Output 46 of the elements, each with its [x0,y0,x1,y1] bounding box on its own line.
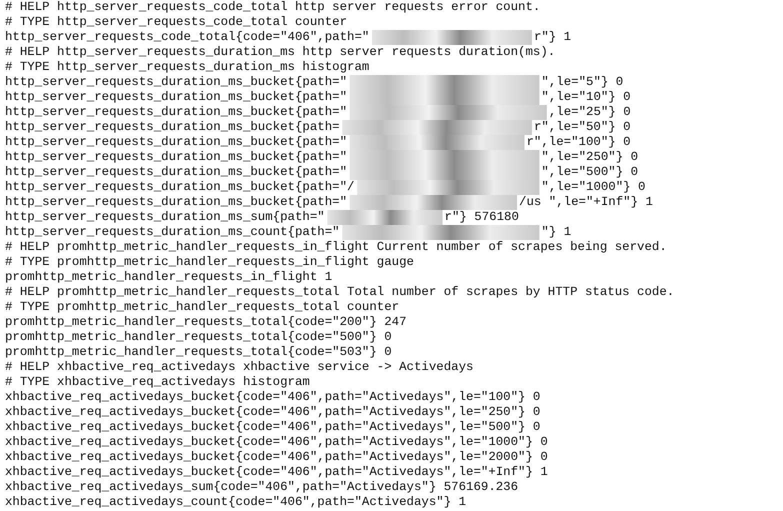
code-line: promhttp_metric_handler_requests_total{code="500"} 0 [5,330,392,345]
code-line-end: ",le="1000"} 0 [541,180,646,195]
code-line: http_server_requests_duration_ms_bucket{path=" [5,75,348,90]
code-line: http_server_requests_duration_ms_bucket{path= [5,120,340,135]
code-line: # HELP promhttp_metric_handler_requests_total Total number of scrapes by HTTP status code. [5,285,674,300]
code-line: xhbactive_req_activedays_bucket{code="406",path="Activedays",le="250"} 0 [5,405,540,420]
code-line-end: /us ",le="+Inf"} 1 [519,195,653,210]
code-line: xhbactive_req_activedays_bucket{code="406",path="Activedays",le="2000"} 0 [5,450,548,465]
code-line-end: r"} 576180 [444,210,519,225]
code-line: http_server_requests_duration_ms_bucket{path="/ [5,180,354,195]
code-line: # HELP http_server_requests_duration_ms http server requests duration(ms). [5,45,556,60]
code-line-end: r",le="50"} 0 [534,120,631,135]
code-line-end: ",le="250"} 0 [541,150,638,165]
code-line: xhbactive_req_activedays_sum{code="406",path="Activedays"} 576169.236 [5,480,518,495]
code-line: xhbactive_req_activedays_bucket{code="406",path="Activedays",le="+Inf"} 1 [5,465,548,480]
code-line-end: ",le="5"} 0 [541,75,624,90]
code-line: # HELP http_server_requests_code_total http server requests error count. [5,0,540,15]
code-line: # TYPE promhttp_metric_handler_requests_total counter [5,300,400,315]
code-line: http_server_requests_duration_ms_bucket{path=" [5,135,348,150]
code-line: http_server_requests_code_total{code="406",path=" [5,30,370,45]
code-line-end: ",le="500"} 0 [541,165,638,180]
code-line-end: ,le="25"} 0 [548,105,631,120]
code-line: # HELP promhttp_metric_handler_requests_in_flight Current number of scrapes being served. [5,240,667,255]
code-line: xhbactive_req_activedays_bucket{code="406",path="Activedays",le="100"} 0 [5,390,540,405]
code-line: # TYPE http_server_requests_code_total counter [5,15,348,30]
code-line: promhttp_metric_handler_requests_total{code="503"} 0 [5,345,392,360]
code-line-end: r"} 1 [534,30,572,45]
code-line-end: r",le="100"} 0 [526,135,631,150]
code-line-end: "} 1 [541,225,572,240]
code-line: http_server_requests_duration_ms_sum{path=" [5,210,325,225]
code-line: # TYPE http_server_requests_duration_ms histogram [5,60,370,75]
code-line: # TYPE xhbactive_req_activedays histogram [5,375,310,390]
code-line: http_server_requests_duration_ms_bucket{path=" [5,195,348,210]
code-line: xhbactive_req_activedays_count{code="406",path="Activedays"} 1 [5,495,466,510]
code-line: promhttp_metric_handler_requests_in_flight 1 [5,270,332,285]
code-line: # TYPE promhttp_metric_handler_requests_in_flight gauge [5,255,414,270]
code-line: promhttp_metric_handler_requests_total{code="200"} 247 [5,315,407,330]
code-line: # HELP xhbactive_req_activedays xhbactive service -> Activedays [5,360,474,375]
code-line: http_server_requests_duration_ms_bucket{path=" [5,90,348,105]
code-line: http_server_requests_duration_ms_bucket{path=" [5,150,348,165]
code-line: http_server_requests_duration_ms_bucket{path=" [5,105,348,120]
code-line-end: ",le="10"} 0 [541,90,631,105]
code-line: http_server_requests_duration_ms_count{path=" [5,225,340,240]
code-line: http_server_requests_duration_ms_bucket{path=" [5,165,348,180]
code-line: xhbactive_req_activedays_bucket{code="406",path="Activedays",le="500"} 0 [5,420,540,435]
code-line: xhbactive_req_activedays_bucket{code="406",path="Activedays",le="1000"} 0 [5,435,548,450]
